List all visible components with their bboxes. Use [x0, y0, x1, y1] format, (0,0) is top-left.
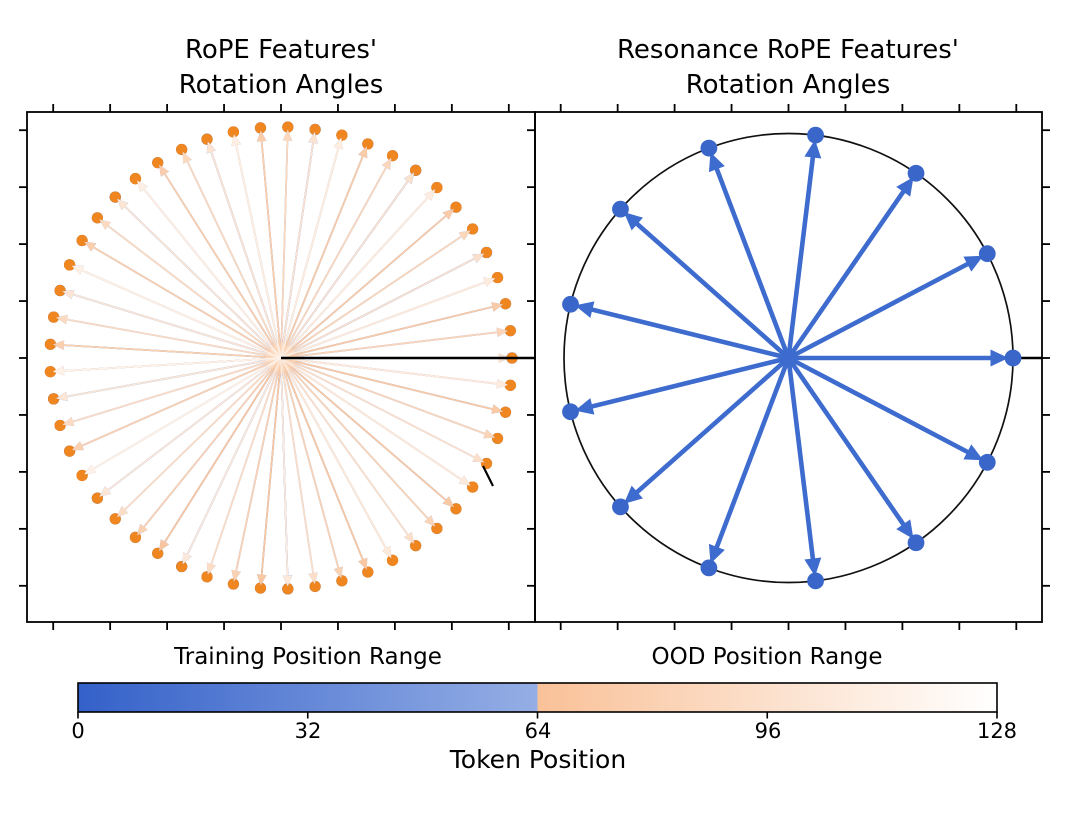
colorbar-tick-96: 96	[754, 719, 782, 743]
colorbar-tick-128: 128	[976, 719, 1018, 743]
right-panel-title: Resonance RoPE Features' Rotation Angles	[617, 35, 959, 100]
ood-range-label: OOD Position Range	[651, 644, 883, 670]
colorbar-tick-64: 64	[524, 719, 552, 743]
token-position-colorbar	[77, 682, 998, 719]
colorbar-tick-32: 32	[294, 719, 322, 743]
left-panel-plot	[19, 104, 536, 630]
colorbar-tick-0: 0	[71, 719, 85, 743]
token-position-axis-label: Token Position	[449, 745, 627, 774]
left-panel-title: RoPE Features' Rotation Angles	[178, 35, 384, 100]
training-range-label: Training Position Range	[174, 644, 442, 670]
right-panel-plot	[527, 104, 1050, 630]
